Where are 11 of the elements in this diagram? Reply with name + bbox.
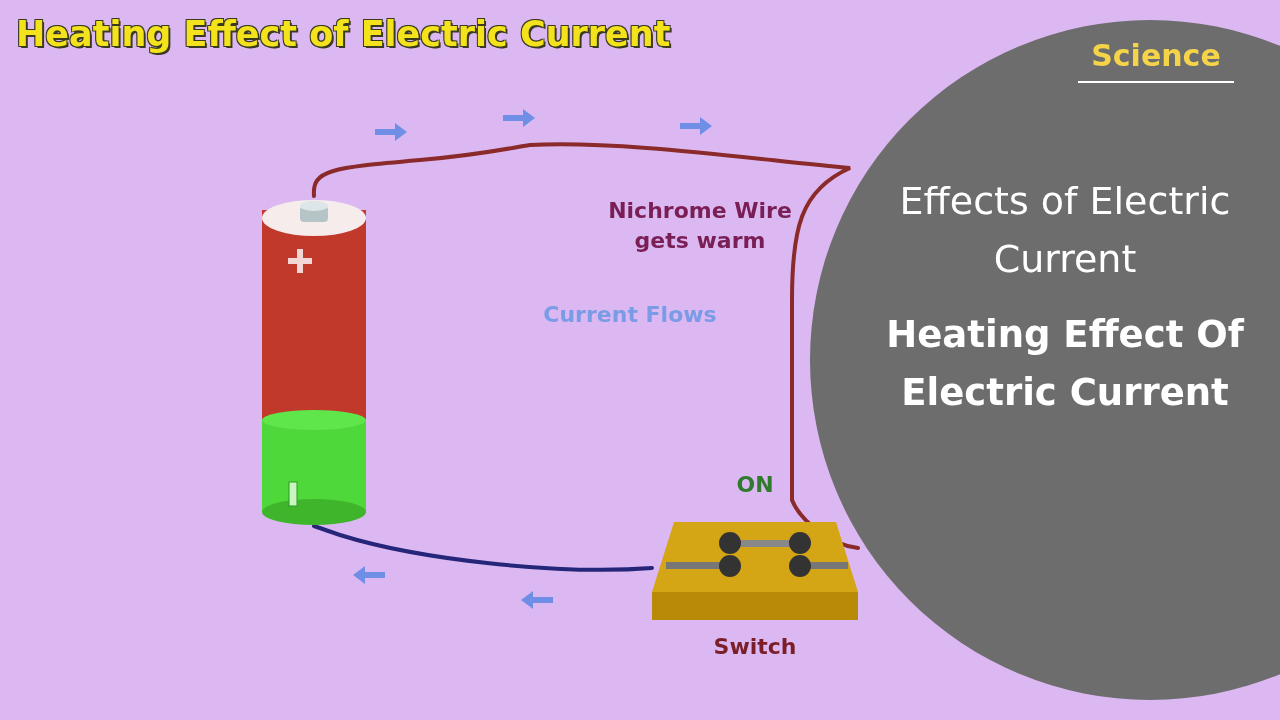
current-caption: Current Flows: [542, 302, 718, 327]
wire: [311, 142, 860, 550]
topic-heading: Effects of Electric Current: [898, 178, 1232, 283]
wire: [312, 524, 654, 572]
subject-label: Science: [1078, 38, 1234, 83]
part-label: Switch: [712, 634, 798, 659]
lesson-heading: Heating Effect Of Electric Current: [885, 312, 1246, 416]
wire-caption: Nichrome Wire gets warm: [607, 197, 793, 255]
switch-drawing: [652, 520, 858, 620]
title: Heating Effect of Electric Current: [16, 14, 671, 54]
state-label: ON: [735, 472, 775, 497]
